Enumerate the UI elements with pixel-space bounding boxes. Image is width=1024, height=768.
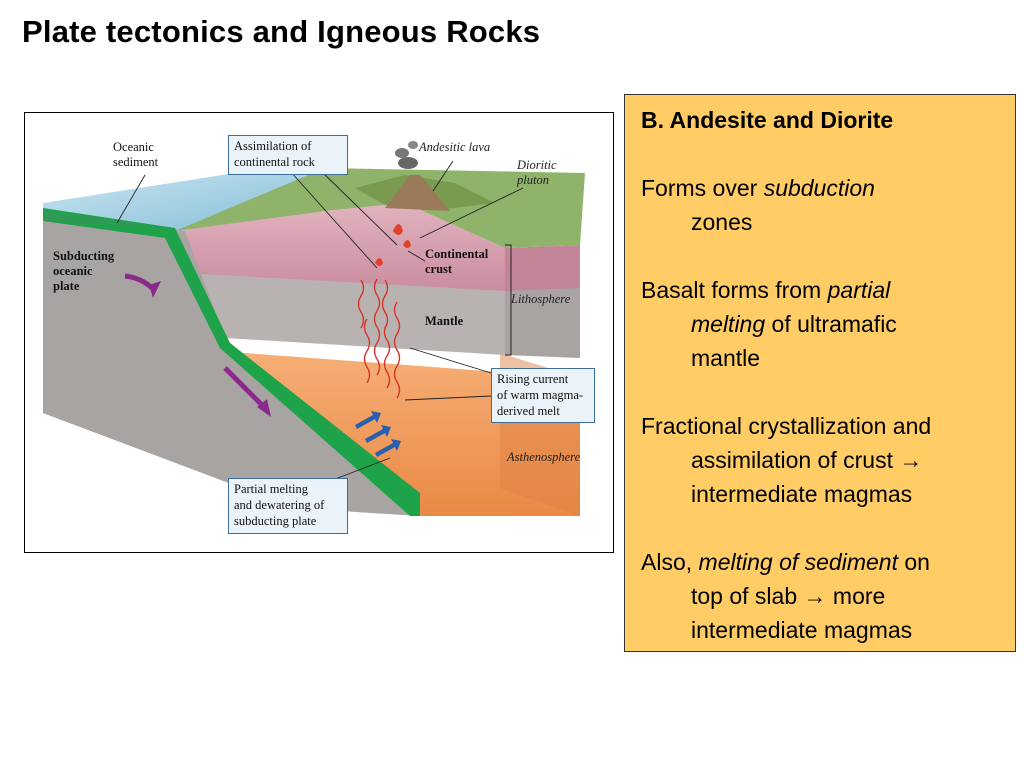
label-continental-crust-2: crust: [425, 262, 453, 276]
dewatering-arrows: [355, 411, 401, 457]
label-lithosphere: Lithosphere: [510, 292, 571, 306]
continental-crust-layer: [170, 203, 505, 291]
mantle-layer: [185, 268, 505, 355]
callout-assimilation: Assimilation of continental rock: [228, 135, 348, 175]
label-mantle: Mantle: [425, 314, 464, 328]
label-dioritic-pluton-2: pluton: [516, 173, 549, 187]
callout-partial-melting: Partial melting and dewatering of subduc…: [228, 478, 348, 534]
andesite-diorite-textbox: B. Andesite and Diorite Forms over subdu…: [624, 94, 1016, 652]
textbox-heading: B. Andesite and Diorite: [641, 107, 894, 133]
paragraph-fractional-crystallization: Fractional crystallization and assimilat…: [641, 413, 932, 507]
label-subducting-plate-1: Subducting: [53, 249, 115, 263]
diagram-illustration: Oceanic sediment Andesitic lava Dioritic…: [43, 140, 585, 516]
volcano: [385, 175, 450, 211]
label-asthenosphere: Asthenosphere: [506, 450, 581, 464]
callout-rising-current: Rising current of warm magma- derived me…: [491, 368, 595, 423]
label-continental-crust-1: Continental: [425, 247, 489, 261]
label-oceanic-sediment-2: sediment: [113, 155, 159, 169]
slide-title: Plate tectonics and Igneous Rocks: [22, 14, 541, 49]
oceanic-crust-band: [43, 208, 420, 516]
paragraph-subduction: Forms over subduction zones: [641, 175, 875, 235]
label-subducting-plate-3: plate: [53, 279, 80, 293]
paragraph-basalt: Basalt forms from partial melting of ult…: [641, 277, 897, 371]
label-andesitic-lava: Andesitic lava: [418, 140, 490, 154]
ocean-surface: [43, 168, 325, 231]
paragraph-sediment-melting: Also, melting of sediment on top of slab…: [641, 549, 930, 643]
subduction-diagram: Oceanic sediment Andesitic lava Dioritic…: [24, 112, 614, 553]
label-dioritic-pluton-1: Dioritic: [516, 158, 557, 172]
land-surface: [175, 168, 585, 248]
label-oceanic-sediment-1: Oceanic: [113, 140, 154, 154]
label-subducting-plate-2: oceanic: [53, 264, 93, 278]
